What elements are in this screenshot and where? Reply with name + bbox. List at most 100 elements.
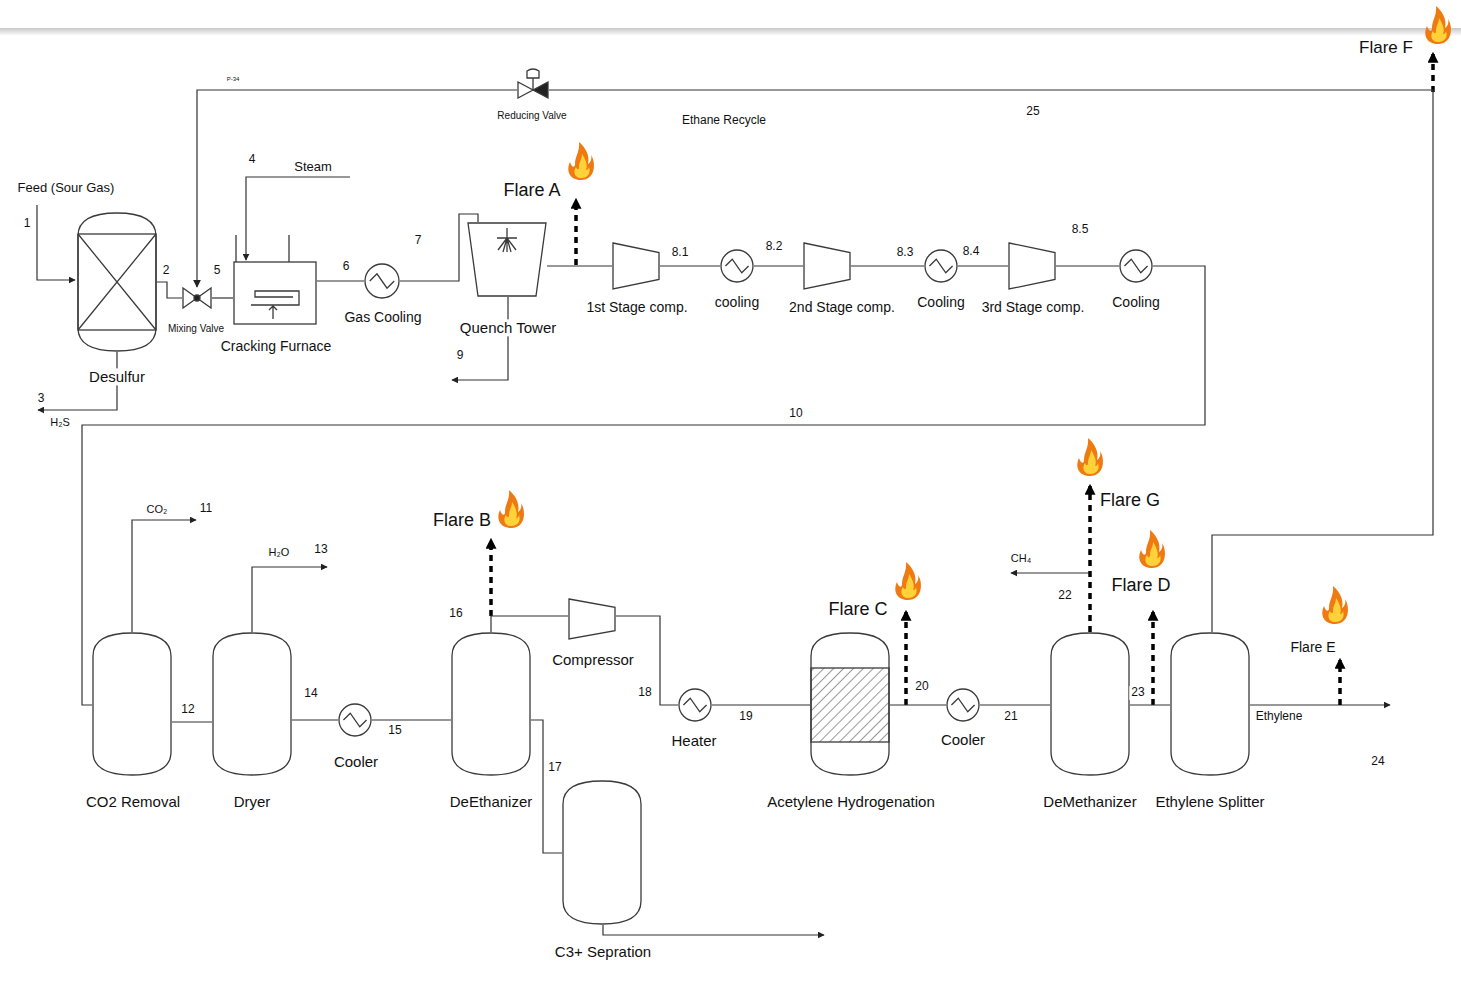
stream-number: 7 [413, 234, 424, 248]
flare-line [904, 612, 908, 705]
steam-line [246, 177, 350, 260]
valve-ball [194, 295, 200, 301]
exchanger-wave [683, 698, 706, 712]
process-stream [400, 214, 478, 281]
stream-label: Ethane Recycle [680, 114, 768, 128]
exchanger-wave [929, 259, 952, 273]
unit-label: 2nd Stage comp. [787, 299, 897, 315]
unit-outline [212, 632, 292, 776]
unit-label: 1st Stage comp. [584, 299, 689, 315]
heat-exchanger: Cooling [1119, 249, 1153, 283]
flare-line [1151, 612, 1155, 705]
stream-number: 13 [312, 543, 329, 557]
unit-label: Cracking Furnace [219, 338, 334, 354]
stream-number: 18 [636, 686, 653, 700]
unit-outline [1050, 632, 1130, 776]
flare-flame [1425, 6, 1451, 44]
stream-number: 2 [161, 264, 172, 278]
compressor: Compressor [568, 598, 616, 640]
stream-label: CO₂ [145, 503, 170, 516]
unit-label: cooling [713, 294, 761, 310]
unit-outline [467, 222, 547, 297]
unit-label: C3+ Sepration [553, 943, 653, 960]
exchanger-wave [343, 713, 366, 727]
vessel-outline [213, 633, 291, 775]
unit-outline [720, 249, 754, 283]
unit-label: Reducing Valve [495, 110, 568, 122]
process-stream [197, 90, 517, 287]
desulfur-vessel: Desulfur [77, 212, 157, 352]
valve-body [533, 82, 548, 98]
vessel-outline [78, 213, 156, 351]
process-stream [157, 282, 182, 298]
cracking-furnace: Cracking Furnace [233, 235, 317, 325]
methane-line [1011, 572, 1090, 573]
process-stream [660, 265, 720, 266]
compressor-symbol [569, 599, 615, 639]
unit-label: DeEthanizer [448, 793, 535, 810]
unit-outline [678, 688, 712, 722]
unit-label: Desulfur [87, 368, 147, 385]
flare-line [574, 200, 578, 265]
exchanger-wave [725, 259, 748, 273]
ethylene-line [1250, 704, 1390, 705]
spray-nozzle [497, 228, 517, 252]
unit-label: CO2 Removal [84, 793, 182, 810]
exchanger-symbol [365, 264, 399, 298]
unit-outline [1170, 632, 1250, 776]
stream-number: 6 [341, 260, 352, 274]
vessel-outline [452, 633, 530, 775]
vessel-outline [1051, 633, 1129, 775]
column-vessel: DeEthanizer [451, 632, 531, 776]
process-stream [491, 616, 568, 632]
unit-outline [568, 598, 616, 640]
process-stream [292, 719, 338, 720]
c3-outlet-line [603, 925, 824, 935]
flare-line [1088, 486, 1092, 632]
stream-number: 12 [179, 703, 196, 717]
exchanger-symbol [679, 689, 711, 721]
exchanger-symbol [1120, 250, 1152, 282]
flare-line [489, 540, 493, 616]
flare-label: Flare A [501, 180, 562, 201]
heat-exchanger: cooling [720, 249, 754, 283]
stream-number: 1 [22, 217, 33, 231]
stream-label: Feed (Sour Gas) [16, 181, 117, 196]
stream-label: CH₄ [1009, 552, 1033, 565]
column-vessel: DeMethanizer [1050, 632, 1130, 776]
unit-outline [364, 263, 400, 299]
process-stream [317, 280, 364, 281]
compressor: 3rd Stage comp. [1008, 242, 1056, 290]
stream-number: 9 [455, 349, 466, 363]
exchanger-symbol [925, 250, 957, 282]
flare-line [1431, 54, 1435, 92]
furnace-coil [251, 291, 299, 305]
flare-flame [895, 562, 921, 600]
heat-exchanger: Heater [678, 688, 712, 722]
unit-outline [92, 632, 172, 776]
process-stream [754, 265, 803, 266]
unit-label: Heater [669, 732, 718, 749]
unit-label: Dryer [232, 793, 273, 810]
exchanger-wave [951, 698, 974, 712]
unit-label: 3rd Stage comp. [980, 299, 1087, 315]
stream-number: 20 [913, 680, 930, 694]
unit-outline [233, 235, 317, 325]
unit-outline [338, 703, 372, 737]
stream-number: 16 [447, 607, 464, 621]
stream-number: 25 [1024, 105, 1041, 119]
furnace-box [234, 262, 316, 324]
catalyst-bed [811, 668, 889, 742]
unit-label: Gas Cooling [342, 309, 423, 325]
stream-number: 3 [36, 392, 47, 406]
stream-number: 4 [247, 153, 258, 167]
unit-outline [562, 780, 642, 925]
exchanger-symbol [947, 689, 979, 721]
process-stream [980, 704, 1050, 705]
vessel-outline [811, 633, 889, 775]
stream-number: 10 [787, 407, 804, 421]
unit-label: Acetylene Hydrogenation [765, 793, 937, 810]
